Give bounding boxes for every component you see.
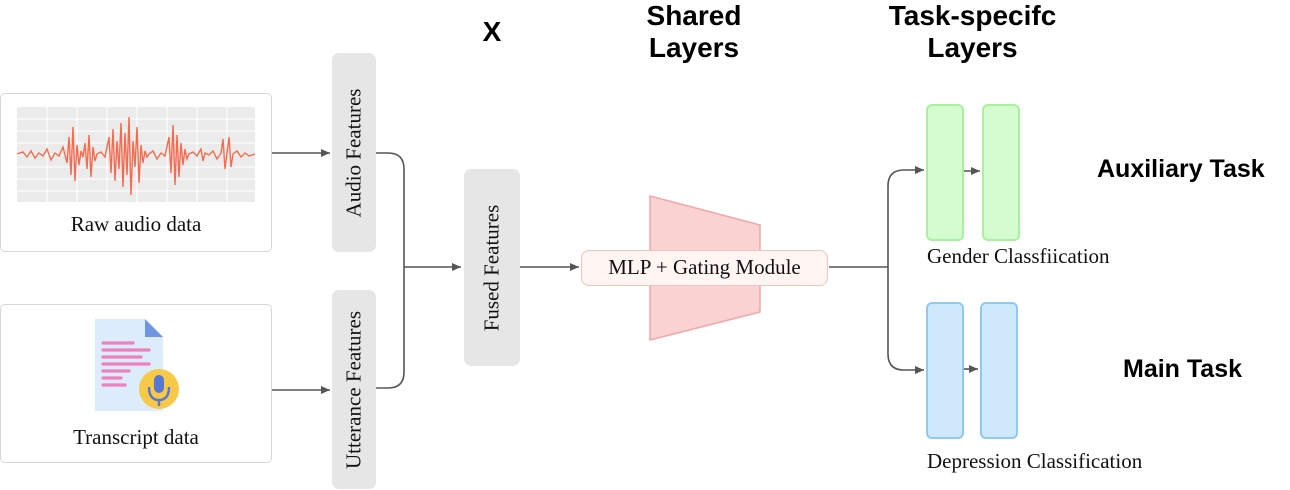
merge-bracket	[376, 152, 405, 389]
utterance-features-bar: Utterance Features	[332, 290, 376, 489]
audio-features-label: Audio Features	[341, 88, 366, 217]
gender-layer-1	[926, 104, 964, 241]
fused-features-bar: Fused Features	[464, 169, 520, 366]
main-task-title: Main Task	[1123, 355, 1243, 383]
audio-features-bar: Audio Features	[332, 53, 376, 252]
depression-layer-1	[926, 302, 964, 439]
gender-layer-2	[982, 104, 1020, 241]
mlp-gating-module: MLP + Gating Module	[581, 250, 828, 286]
split-upper	[887, 166, 924, 267]
x-heading: X	[482, 16, 502, 47]
microphone-icon	[139, 369, 179, 409]
fused-features-label: Fused Features	[479, 204, 504, 331]
gender-classification-label: Gender Classfiication	[927, 244, 1110, 268]
raw-audio-card: Raw audio data	[0, 93, 272, 252]
shared-layers-heading: Shared Layers	[646, 0, 742, 63]
transcript-card: Transcript data	[0, 304, 272, 463]
transcript-label: Transcript data	[73, 425, 199, 449]
auxiliary-task-title: Auxiliary Task	[1097, 155, 1265, 183]
transcript-document-icon	[95, 319, 179, 411]
depression-layer-2	[980, 302, 1018, 439]
depression-classification-label: Depression Classification	[927, 449, 1143, 473]
waveform-icon	[17, 107, 255, 202]
utterance-features-label: Utterance Features	[341, 310, 366, 469]
split-lower	[887, 267, 924, 374]
raw-audio-label: Raw audio data	[70, 212, 202, 236]
task-specific-layers-heading: Task-specifc Layers	[888, 0, 1057, 63]
